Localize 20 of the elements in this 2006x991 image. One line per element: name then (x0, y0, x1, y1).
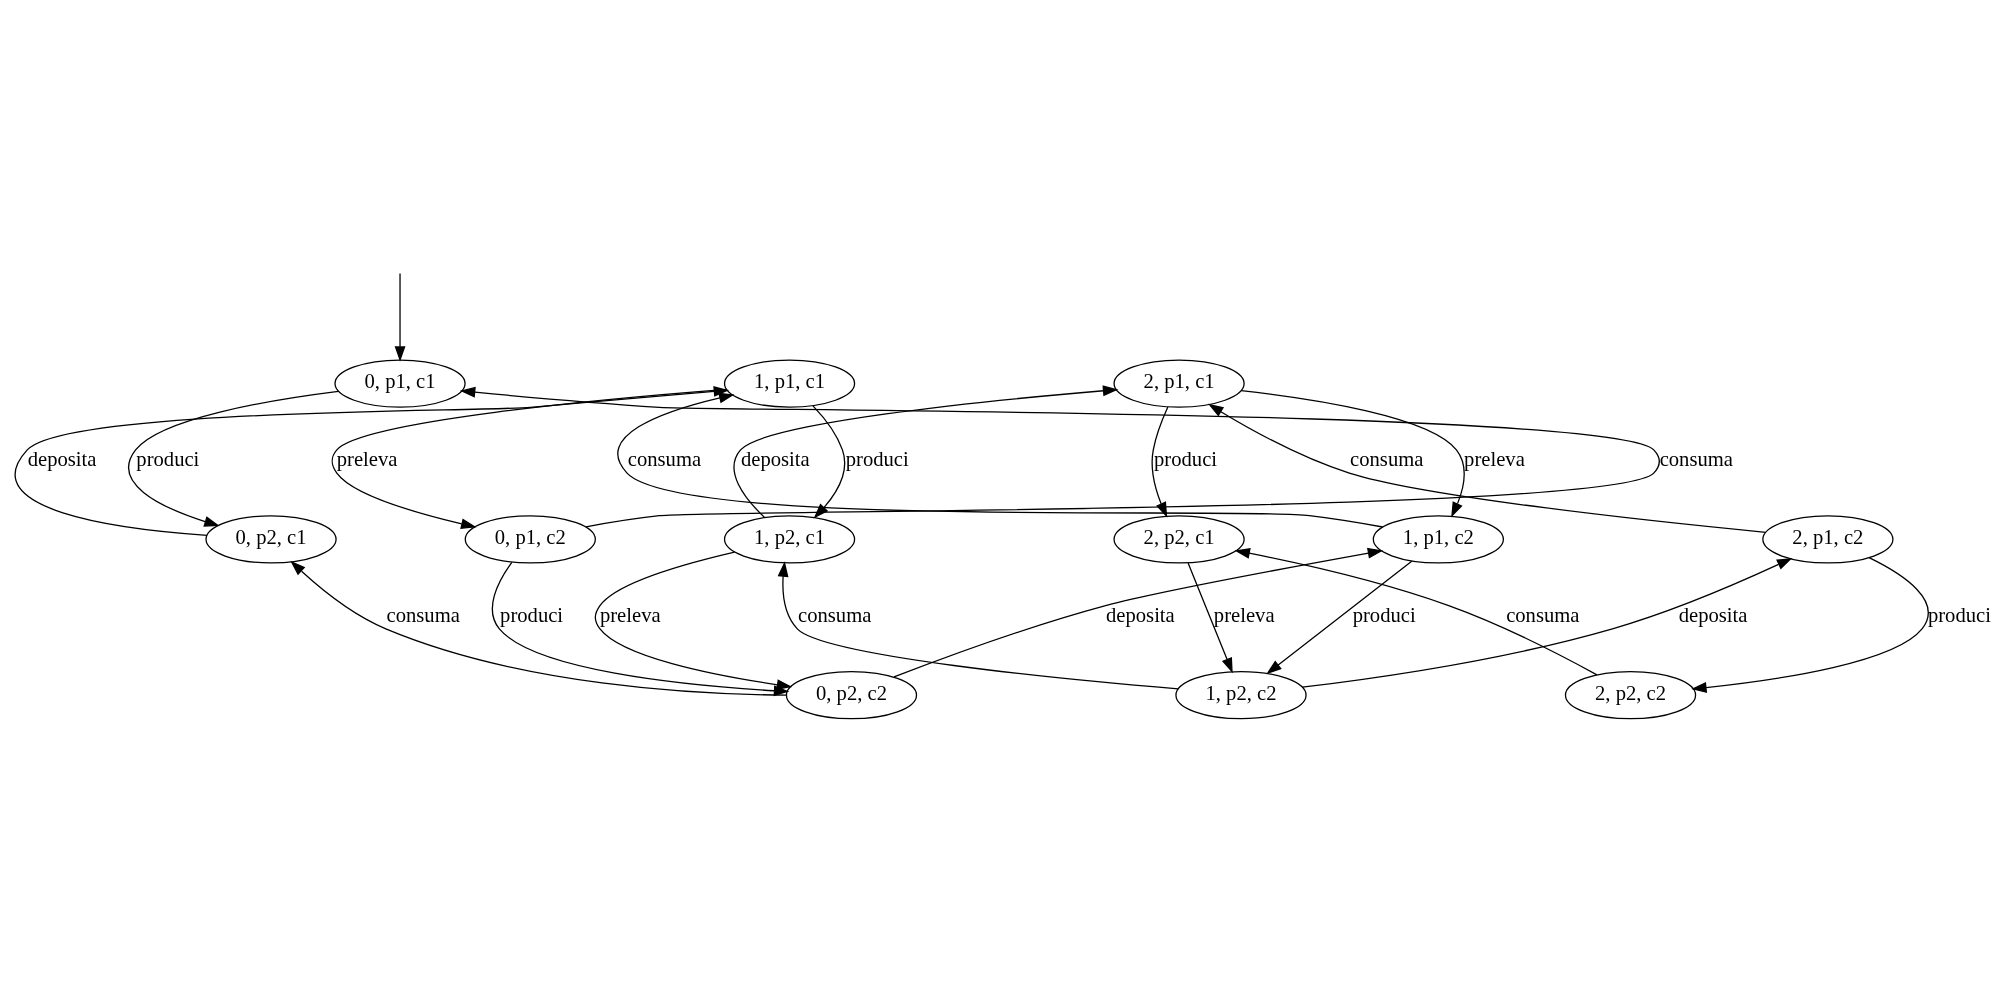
edge-label: deposita (27, 448, 97, 471)
edge-label: consuma (1350, 448, 1424, 471)
edge-label: produci (1927, 604, 1991, 627)
edge-label: preleva (336, 448, 398, 471)
edge-label: consuma (386, 604, 460, 627)
edge-label: consuma (1506, 604, 1580, 627)
edge-label: consuma (1659, 448, 1733, 471)
edge-label: deposita (741, 448, 810, 471)
edge-label: consuma (627, 448, 702, 471)
edge-label: produci (136, 448, 200, 471)
edge-label: consuma (798, 604, 872, 627)
edge-label: preleva (599, 604, 661, 627)
edge-label: preleva (1213, 604, 1275, 627)
edge-label: produci (500, 604, 564, 627)
edge-label: produci (1154, 448, 1218, 471)
edge-label: deposita (1678, 604, 1748, 627)
edge-label: produci (1352, 604, 1416, 627)
edge-label: preleva (1464, 448, 1525, 471)
edge-label: deposita (1106, 604, 1175, 627)
edge-label: produci (845, 448, 909, 471)
